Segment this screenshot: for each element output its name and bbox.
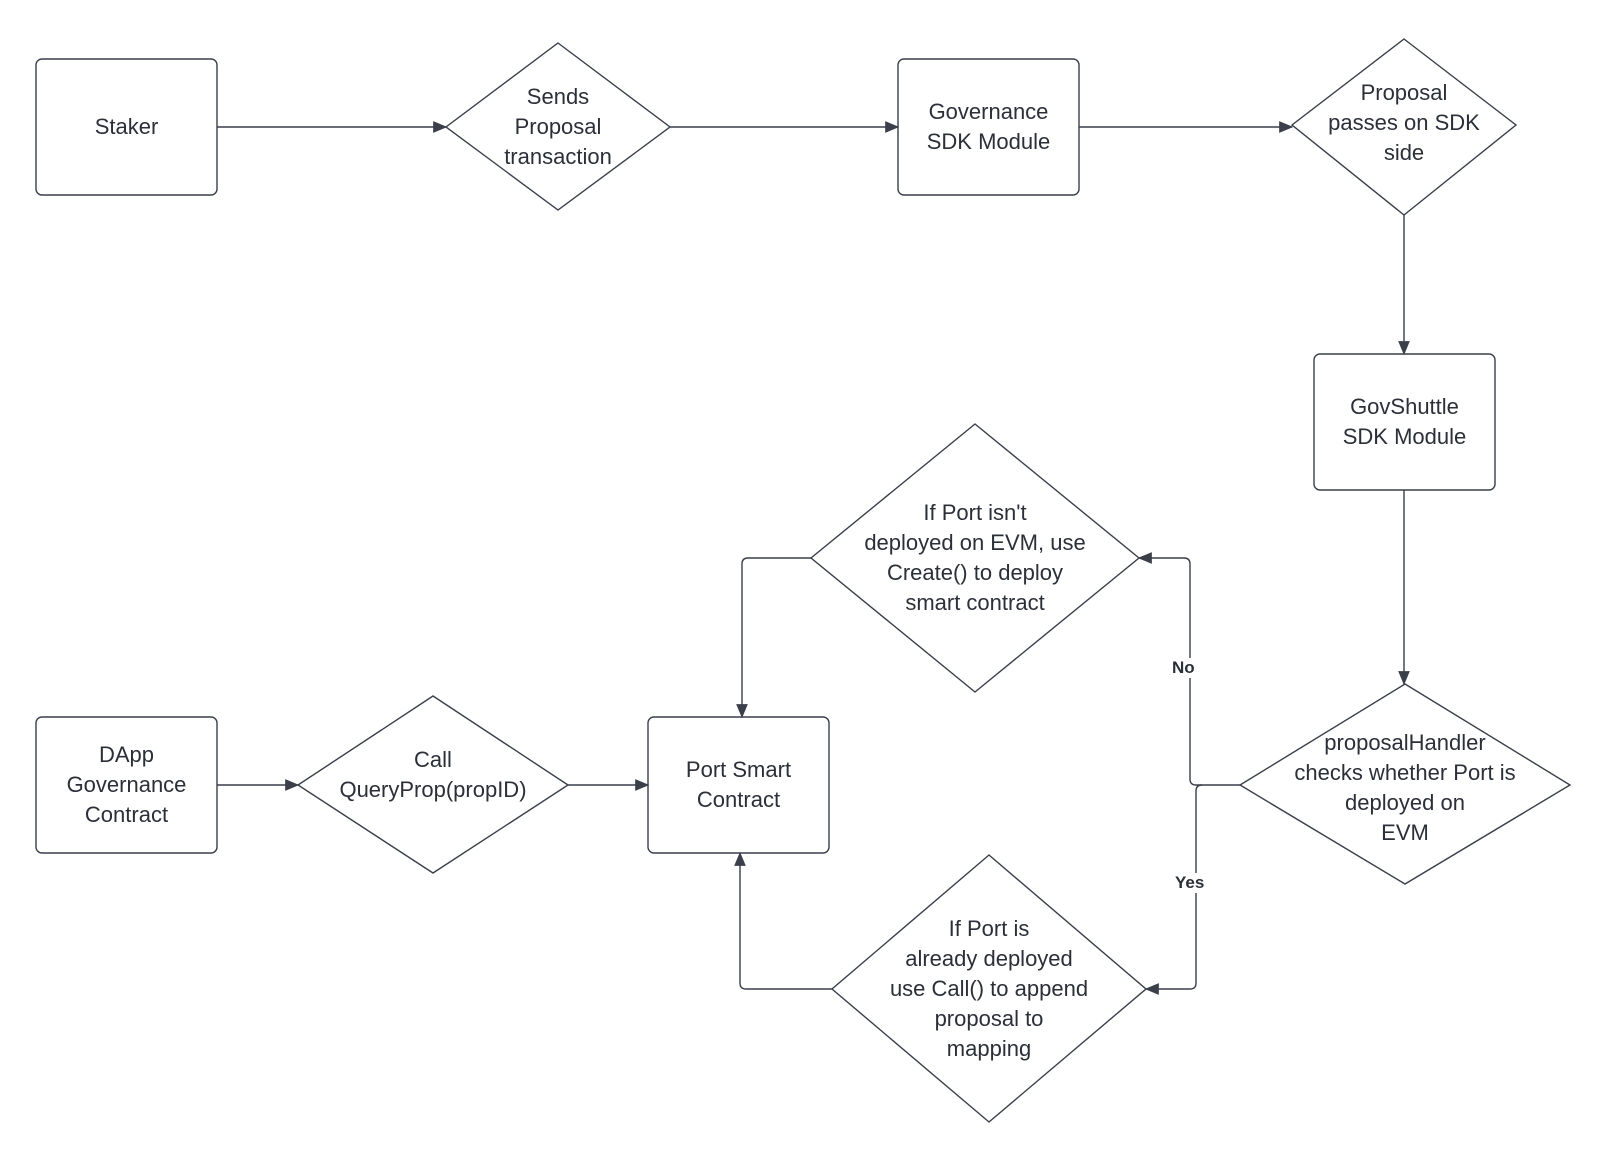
query-prop-label: Call QueryProp(propID) <box>339 747 527 802</box>
already-deployed-node <box>830 854 1148 1123</box>
sends-proposal-node <box>444 42 672 211</box>
edge-label-no: No <box>1170 658 1197 678</box>
governance-sdk-label: Governance SDK Module <box>926 99 1051 154</box>
proposal-handler-node <box>1238 683 1572 885</box>
not-deployed-node <box>809 423 1141 693</box>
edge-already-deployed-to-port-smart-contract <box>734 851 832 990</box>
staker-label: Staker <box>94 114 159 139</box>
sends-proposal-label: Sends Proposal transaction <box>504 83 612 169</box>
not-deployed-label: If Port isn't deployed on EVM, use Creat… <box>864 500 1086 615</box>
govshuttle-sdk-label: GovShuttle SDK Module <box>1342 394 1467 449</box>
query-prop-node <box>296 695 570 874</box>
edge-label-yes: Yes <box>1173 873 1207 893</box>
proposal-handler-label: proposalHandler checks whether Port is d… <box>1294 730 1516 845</box>
dapp-governance-label: DApp Governance Contract <box>66 742 187 827</box>
port-smart-contract-label: Port Smart Contract <box>685 757 792 812</box>
edge-not-deployed-to-port-smart-contract <box>736 557 811 719</box>
proposal-passes-label: Proposal passes on SDK side <box>1328 79 1480 165</box>
already-deployed-label: If Port is already deployed use Call() t… <box>889 916 1089 1061</box>
edge-proposal-handler-to-already-deployed <box>1144 784 1203 995</box>
